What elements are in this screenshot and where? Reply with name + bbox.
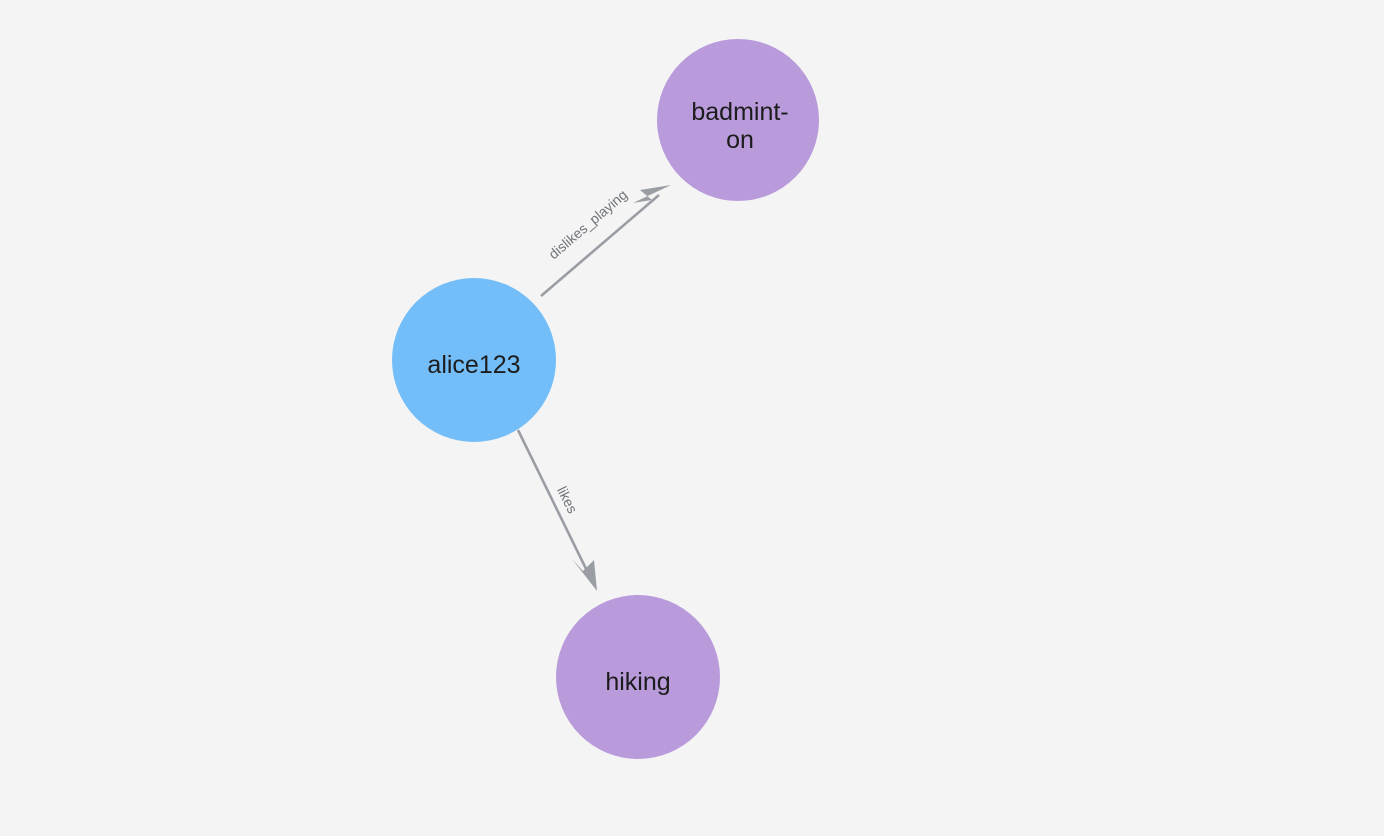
node-label-hiking: hiking (605, 668, 670, 696)
node-circle-alice123[interactable] (392, 278, 556, 442)
edge-line-dislikes-playing[interactable] (540, 194, 660, 297)
node-alice123[interactable]: alice123 (392, 278, 556, 442)
arrowhead-icon-dislikes-playing (633, 185, 671, 203)
node-badminton[interactable]: badmint- on (657, 39, 819, 201)
node-label-alice123: alice123 (427, 351, 520, 379)
node-label-badminton-line-2: on (726, 126, 754, 154)
edge-alice123-hiking[interactable]: likes (516, 429, 597, 591)
edge-line-likes[interactable] (516, 429, 592, 578)
edge-label-dislikes-playing: dislikes_playing (545, 186, 630, 262)
nodes-layer: alice123 badmint- on hiking (392, 39, 819, 759)
edge-alice123-badminton[interactable]: dislikes_playing (540, 185, 671, 297)
node-label-badminton-line-1: badmint- (691, 98, 788, 126)
node-hiking[interactable]: hiking (556, 595, 720, 759)
node-circle-hiking[interactable] (556, 595, 720, 759)
arrowhead-icon-likes (572, 559, 597, 591)
node-circle-badminton[interactable] (657, 39, 819, 201)
